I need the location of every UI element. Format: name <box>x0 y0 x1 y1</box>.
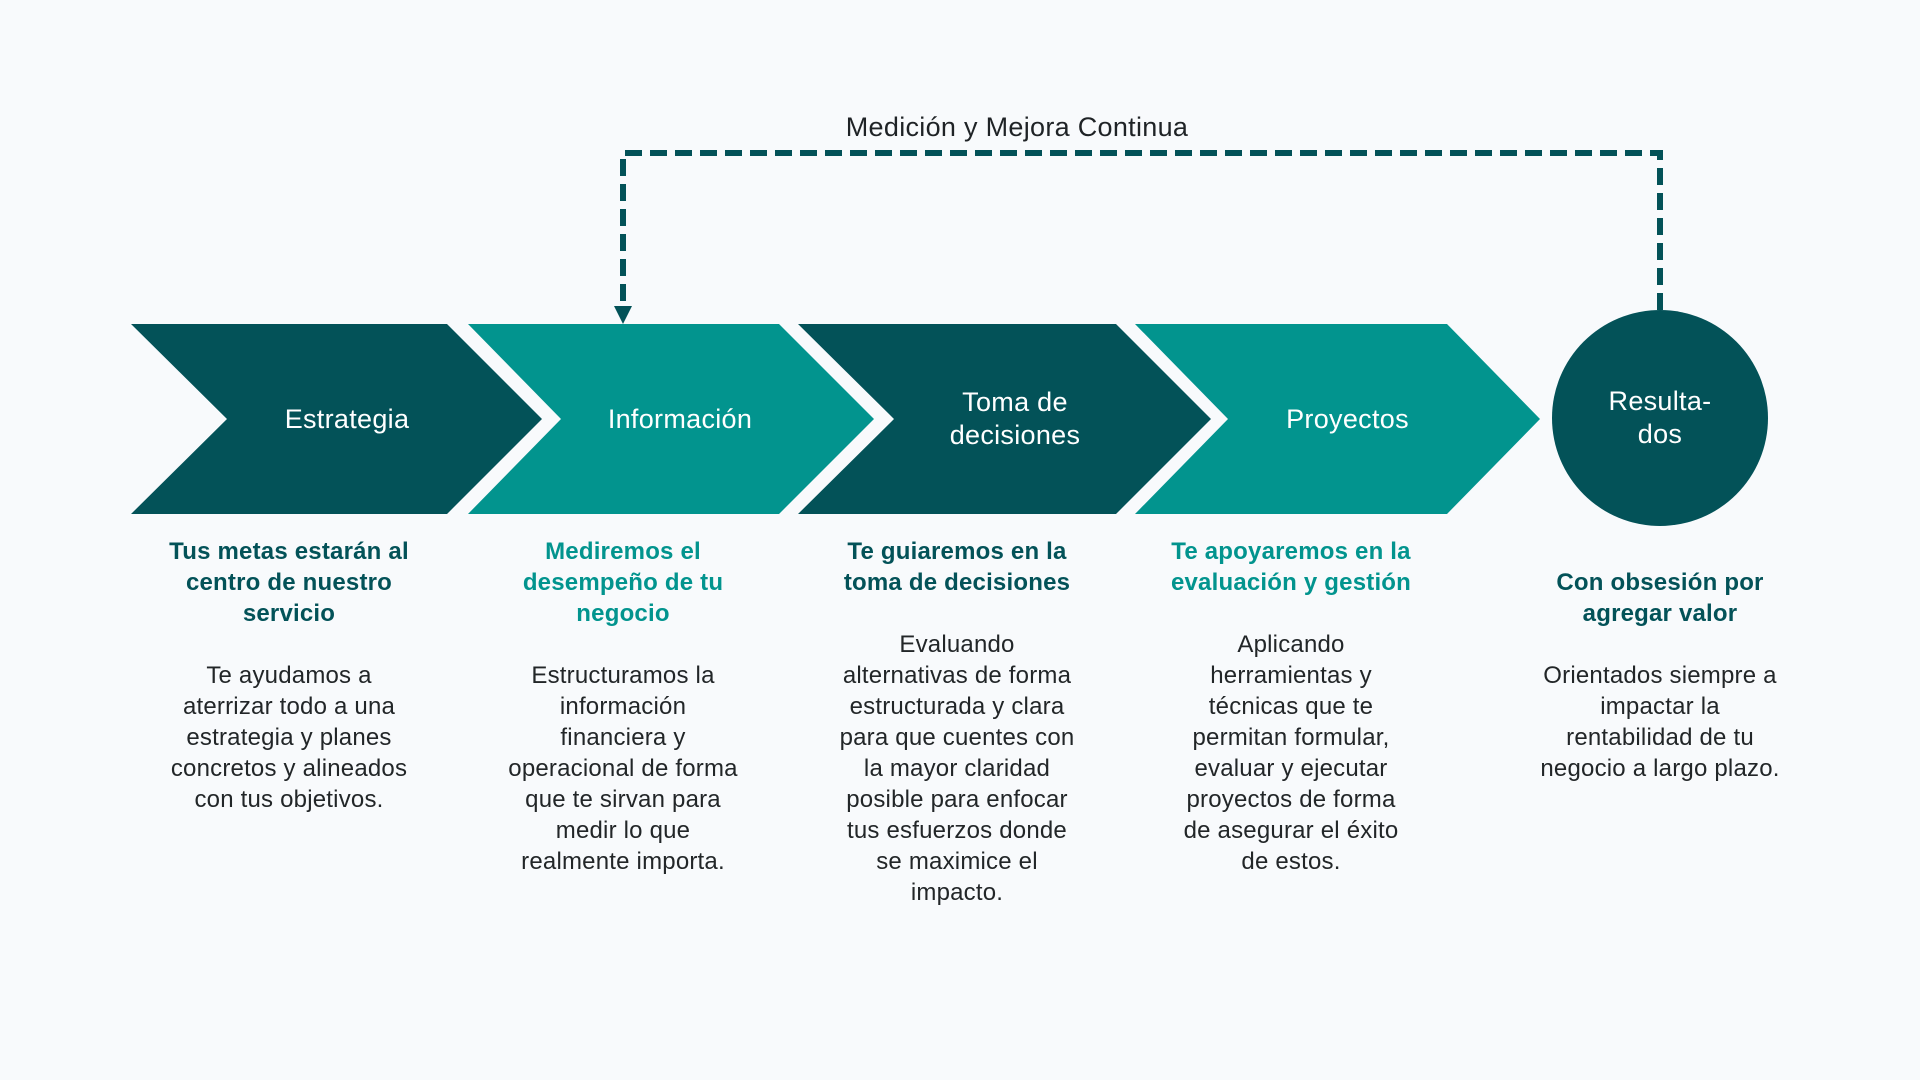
step-body: Estructuramos la información financiera y o… <box>473 660 773 877</box>
step-body-line: de asegurar el éxito <box>1183 817 1399 844</box>
step-label-line: Resulta- <box>1608 386 1712 416</box>
step-heading: Tus metas estarán al centro de nuestro ser… <box>139 536 439 629</box>
step-body: Aplicando herramientas y técnicas que te pe… <box>1141 629 1441 877</box>
step-heading-line: desempeño de tu <box>522 569 724 596</box>
step-body-line: impacto. <box>910 879 1004 906</box>
loop-dashed-line <box>620 150 1663 310</box>
step-body-line: evaluar y ejecutar <box>1194 755 1388 782</box>
step-label: Resulta-dos <box>1552 310 1768 526</box>
step-body-line: herramientas y <box>1210 662 1372 689</box>
step-body-line: medir lo que <box>555 817 691 844</box>
step-heading-line: centro de nuestro <box>185 569 393 596</box>
step-label-text: Estrategia <box>285 403 410 436</box>
step-heading-line: toma de decisiones <box>843 569 1071 596</box>
step-heading-line: Te apoyaremos en la <box>1171 538 1411 565</box>
step-heading-line: Tus metas estarán al <box>169 538 409 565</box>
step-label-text: Proyectos <box>1286 403 1409 436</box>
step-body-line: se maximice el <box>876 848 1038 875</box>
step-body-line: la mayor claridad <box>863 755 1051 782</box>
step-body-line: posible para enfocar <box>846 786 1068 813</box>
step-label-text: Resulta-dos <box>1609 385 1712 451</box>
step-heading: Con obsesión por agregar valor <box>1510 567 1810 629</box>
step-body-line: de estos. <box>1241 848 1341 875</box>
step-body-line: realmente importa. <box>521 848 725 875</box>
step-body-line: concretos y alineados <box>170 755 408 782</box>
step-heading-line: Con obsesión por <box>1556 569 1764 596</box>
step-heading-line: agregar valor <box>1582 600 1738 627</box>
step-heading-line: servicio <box>242 600 336 627</box>
step-body: Evaluando alternativas de forma estructura… <box>807 629 1107 908</box>
step-label: Estrategia <box>227 324 467 514</box>
step-body-line: para que cuentes con <box>839 724 1075 751</box>
step-label: Información <box>561 324 799 514</box>
continuous-improvement-loop <box>614 150 1663 324</box>
step-label-line: Toma de <box>962 387 1068 417</box>
step-chevron <box>1135 324 1540 514</box>
step-body-line: estructurada y clara <box>849 693 1065 720</box>
step-body-line: Aplicando <box>1237 631 1345 658</box>
step-heading: Te guiaremos en la toma de decisiones <box>807 536 1107 598</box>
step-label-line: Información <box>607 403 753 434</box>
step-body-line: con tus objetivos. <box>194 786 384 813</box>
step-shapes <box>131 310 1768 526</box>
step-body-line: estrategia y planes <box>186 724 392 751</box>
step-body-line: impactar la <box>1600 693 1720 720</box>
step-heading-line: Mediremos el <box>545 538 701 565</box>
loop-title: Medición y Mejora Continua <box>0 112 1920 143</box>
step-description: Tus metas estarán al centro de nuestro ser… <box>139 536 439 815</box>
step-body-line: proyectos de forma <box>1186 786 1396 813</box>
step-body-line: Orientados siempre a <box>1543 662 1777 689</box>
step-body-line: aterrizar todo a una <box>182 693 396 720</box>
step-label-line: decisiones <box>949 420 1081 450</box>
step-body-line: rentabilidad de tu <box>1566 724 1754 751</box>
step-label: Proyectos <box>1228 324 1467 514</box>
step-body-line: negocio a largo plazo. <box>1540 755 1780 782</box>
step-body-line: que te sirvan para <box>525 786 721 813</box>
loop-arrowhead-icon <box>614 306 632 324</box>
step-label-line: Estrategia <box>284 403 410 434</box>
step-heading-line: Te guiaremos en la <box>847 538 1067 565</box>
step-body-line: información <box>559 693 687 720</box>
loop-title-text: Medición y Mejora Continua <box>845 112 1189 142</box>
step-chevron <box>798 324 1211 514</box>
step-heading: Te apoyaremos en la evaluación y gestión <box>1141 536 1441 598</box>
step-label-line: dos <box>1637 419 1683 449</box>
step-body-line: Evaluando <box>899 631 1015 658</box>
step-body: Te ayudamos a aterrizar todo a una estrate… <box>139 660 439 815</box>
step-body-line: Te ayudamos a <box>206 662 372 689</box>
step-body-line: tus esfuerzos donde <box>847 817 1067 844</box>
step-body-line: alternativas de forma <box>842 662 1072 689</box>
step-body-line: técnicas que te <box>1208 693 1374 720</box>
step-body-line: operacional de forma <box>508 755 738 782</box>
step-body-line: financiera y <box>560 724 686 751</box>
step-circle <box>1552 310 1768 526</box>
step-heading-line: negocio <box>576 600 670 627</box>
step-heading: Mediremos el desempeño de tu negocio <box>473 536 773 629</box>
step-body-line: Estructuramos la <box>531 662 715 689</box>
step-chevron <box>131 324 542 514</box>
step-label-text: Información <box>608 403 752 436</box>
step-heading-line: evaluación y gestión <box>1170 569 1412 596</box>
step-body-line: permitan formular, <box>1192 724 1390 751</box>
step-chevron <box>468 324 874 514</box>
step-label-line: Proyectos <box>1286 403 1409 434</box>
step-body: Orientados siempre a impactar la rentabili… <box>1510 660 1810 784</box>
